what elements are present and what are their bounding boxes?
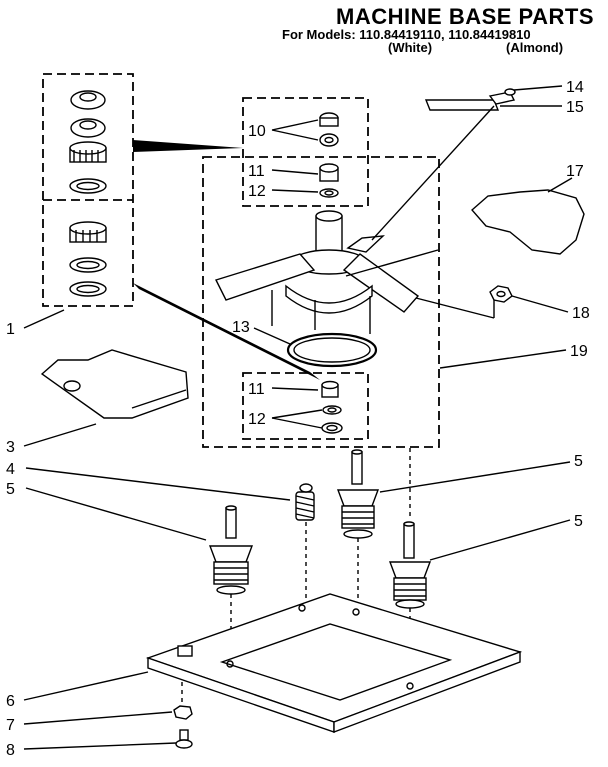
callout-14: 14 <box>566 79 584 96</box>
gearcase-assembly-box <box>202 156 440 448</box>
leader-lines <box>23 85 573 750</box>
callout-11-lower: 11 <box>248 381 265 398</box>
upper-bearing-box <box>242 97 369 207</box>
leg-left <box>208 505 254 595</box>
callout-15: 15 <box>566 99 584 116</box>
callout-5-center: 5 <box>574 453 583 470</box>
callout-6: 6 <box>6 693 15 710</box>
callout-7: 7 <box>6 717 15 734</box>
variant-white-label: (White) <box>388 40 433 55</box>
callout-12-upper: 12 <box>248 183 266 200</box>
leg-center <box>336 449 380 539</box>
shield-plate <box>40 349 189 419</box>
centering-spring <box>295 483 315 521</box>
callout-1: 1 <box>6 321 15 338</box>
switch-bracket <box>424 88 516 111</box>
callout-4: 4 <box>6 461 15 478</box>
models-line: For Models: 110.84419110, 110.84419810 <box>282 27 531 42</box>
callout-5-right: 5 <box>574 513 583 530</box>
gearcase <box>215 210 420 334</box>
callout-3: 3 <box>6 439 15 456</box>
callout-18: 18 <box>572 305 590 322</box>
callout-10: 10 <box>248 123 266 140</box>
callout-19: 19 <box>570 343 588 360</box>
variant-almond-label: (Almond) <box>506 40 564 55</box>
lower-bearing-box <box>242 372 369 440</box>
gear-cover <box>471 189 585 255</box>
callout-13: 13 <box>232 319 250 336</box>
callout-11-upper: 11 <box>248 163 265 180</box>
hex-nut <box>489 285 513 303</box>
page-title: MACHINE BASE PARTS <box>336 4 594 29</box>
callout-8: 8 <box>6 742 15 759</box>
frame-nut <box>173 705 193 720</box>
callout-12-lower: 12 <box>248 411 266 428</box>
drive-ring <box>286 332 378 368</box>
callout-17: 17 <box>566 163 584 180</box>
leg-right <box>388 521 432 609</box>
callout-5-left: 5 <box>6 481 15 498</box>
frame-bolt <box>175 729 193 749</box>
base-frame <box>145 593 523 734</box>
bearing-kit-box <box>42 73 320 380</box>
